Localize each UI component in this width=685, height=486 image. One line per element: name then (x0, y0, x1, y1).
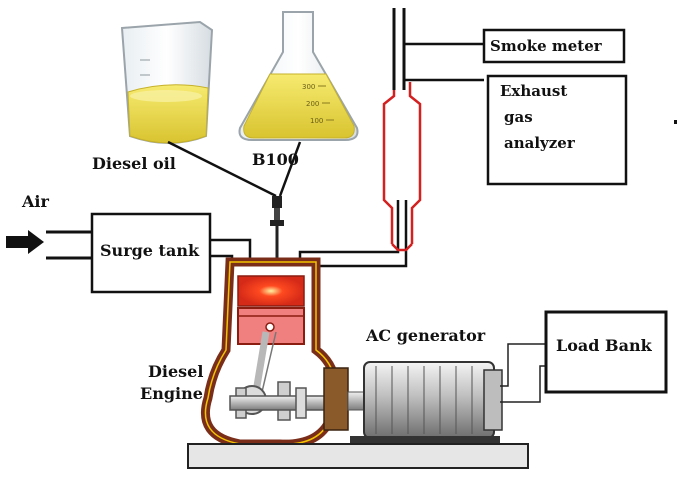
label-diesel-oil: Diesel oil (92, 154, 176, 173)
label-exhaust-1: Exhaust (500, 82, 568, 100)
smoke-meter-box (482, 28, 626, 64)
coupling-icon (323, 367, 349, 431)
exhaust-pipe-icon (382, 82, 422, 252)
label-ac-generator: AC generator (366, 326, 486, 345)
label-exhaust-3: analyzer (504, 134, 575, 152)
flask-scale-300: 300 (302, 83, 315, 91)
combustion-chamber (237, 275, 305, 307)
b100-flask-icon (238, 11, 359, 141)
base-plate (187, 443, 529, 469)
ac-generator-icon (350, 361, 503, 444)
fuel-lines (167, 140, 302, 198)
label-surge-tank: Surge tank (100, 241, 200, 260)
load-bank-box (544, 310, 668, 394)
label-diesel-engine-1: Diesel (148, 362, 204, 381)
label-smoke-meter: Smoke meter (490, 37, 602, 55)
flask-scale-100: 100 (310, 117, 323, 125)
label-diesel-engine-2: Engine (140, 384, 203, 403)
label-load-bank: Load Bank (556, 336, 652, 355)
label-b100: B100 (252, 150, 299, 169)
exhaust-gas-analyzer-box (486, 74, 628, 186)
diesel-engine-icon (200, 257, 340, 449)
flask-scale-200: 200 (306, 100, 319, 108)
air-arrow-icon (6, 230, 44, 254)
surge-tank-box (90, 212, 212, 294)
label-air: Air (22, 192, 49, 211)
label-exhaust-2: gas (504, 108, 533, 126)
diesel-oil-beaker-icon (120, 20, 214, 144)
fuel-injector-icon (270, 196, 284, 262)
